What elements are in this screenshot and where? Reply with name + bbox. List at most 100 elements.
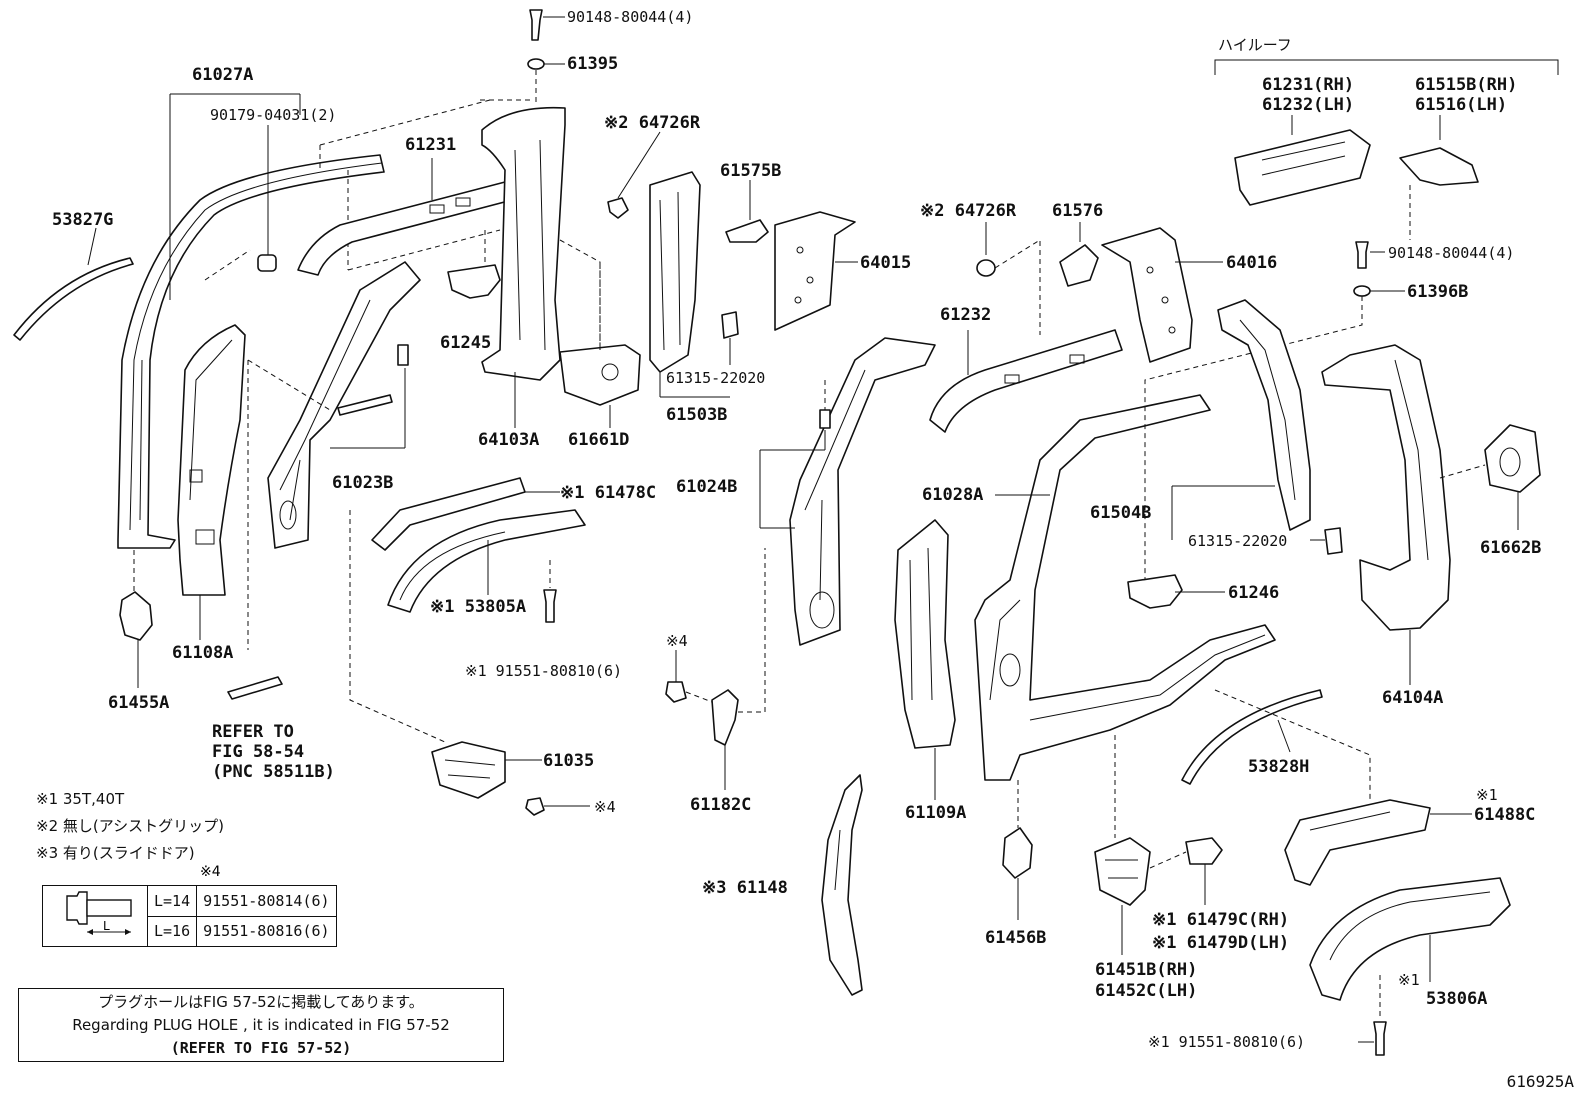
part-53805a (387, 509, 586, 613)
bolt-length-1: L=14 (146, 885, 198, 917)
part-61662b (1484, 424, 1541, 493)
part-61455a (119, 591, 153, 641)
part-58511b-ref (227, 676, 283, 700)
label-61479c: ※1 61479C(RH) (1152, 910, 1289, 930)
part-53806a (1309, 877, 1511, 1001)
label-61478c: ※1 61478C (560, 483, 656, 503)
label-90148-top: 90148-80044(4) (567, 8, 693, 26)
label-61028a: 61028A (922, 485, 983, 505)
label-61023b: 61023B (332, 473, 393, 493)
part-64104a (1321, 344, 1451, 631)
bolt-part-2: 91551-80816(6) (196, 915, 337, 947)
label-61488c: 61488C (1474, 805, 1535, 825)
part-61576 (1059, 244, 1099, 287)
label-53827g: 53827G (52, 210, 113, 230)
label-61232: 61232 (940, 305, 991, 325)
label-61315-a: 61315-22020 (666, 369, 765, 387)
label-61503b: 61503B (666, 405, 727, 425)
label-61395: 61395 (567, 54, 618, 74)
label-61662b: 61662B (1480, 538, 1541, 558)
part-61108a (177, 324, 246, 596)
label-91551-80810-b: ※1 91551-80810(6) (1148, 1033, 1305, 1051)
part-91551-80810-b (1373, 1021, 1387, 1056)
label-61575b: 61575B (720, 161, 781, 181)
label-61516: 61516(LH) (1415, 95, 1507, 115)
part-61148 (821, 774, 863, 996)
part-53828h (1181, 689, 1323, 785)
part-53827g (13, 257, 134, 341)
label-61108a: 61108A (172, 643, 233, 663)
table-row: L=16 91551-80816(6) (43, 915, 337, 947)
part-61661d (559, 344, 641, 406)
part-61023b (267, 261, 421, 549)
part-61028a (974, 394, 1276, 781)
plug-hole-note: プラグホールはFIG 57-52に掲載してあります。 Regarding PLU… (18, 988, 504, 1062)
label-64103a: 64103A (478, 430, 539, 450)
refer-line1: REFER TO (212, 722, 294, 742)
bolt-table: L L=14 91551-80814(6) L=16 91551-80816(6… (42, 885, 337, 947)
figure-id: 616925A (1506, 1072, 1574, 1091)
label-61452c: 61452C(LH) (1095, 981, 1197, 1001)
part-61023b-bolt (397, 344, 409, 366)
label-64104a: 64104A (1382, 688, 1443, 708)
plug-note-refer: (REFER TO FIG 57-52) (170, 1039, 352, 1057)
label-61504b: 61504B (1090, 503, 1151, 523)
label-61245: 61245 (440, 333, 491, 353)
label-61246: 61246 (1228, 583, 1279, 603)
part-61246 (1127, 574, 1183, 609)
footnote-3: ※3 有り(スライドドア) (36, 844, 195, 862)
part-61504b (1217, 299, 1311, 531)
bolt-part-1: 91551-80814(6) (196, 885, 337, 917)
label-61231rh: 61231(RH) (1262, 75, 1354, 95)
bolt-table-mark: ※4 (200, 864, 221, 880)
part-61488c (1284, 799, 1431, 886)
label-90179: 90179-04031(2) (210, 106, 336, 124)
label-61456b: 61456B (985, 928, 1046, 948)
part-64015 (774, 211, 856, 331)
part-61451b (1094, 837, 1151, 906)
bolt-icon: L (66, 891, 132, 935)
label-61109a: 61109A (905, 803, 966, 823)
part-61456b (1002, 827, 1033, 879)
label-high-roof: ハイルーフ (1218, 36, 1292, 54)
footnote-1: ※1 35T,40T (36, 790, 125, 808)
part-90148-80044-bolt (529, 9, 543, 41)
label-64726r-a: ※2 64726R (604, 113, 701, 133)
part-61035-bolt (525, 797, 545, 816)
table-row: L L=14 91551-80814(6) (42, 885, 337, 947)
label-61451b: 61451B(RH) (1095, 960, 1197, 980)
label-61515b: 61515B(RH) (1415, 75, 1517, 95)
part-star4-bolt (665, 681, 687, 703)
refer-line3: (PNC 58511B) (212, 762, 335, 782)
part-61035 (431, 741, 506, 799)
part-61024b-bolt (819, 409, 831, 429)
part-61396b (1353, 285, 1371, 297)
label-64015: 64015 (860, 253, 911, 273)
footnote-2: ※2 無し(アシストグリップ) (36, 817, 224, 835)
label-61232lh: 61232(LH) (1262, 95, 1354, 115)
label-61488c-mark: ※1 (1476, 786, 1498, 804)
label-90148-right: 90148-80044(4) (1388, 244, 1514, 262)
label-53828h: 53828H (1248, 757, 1309, 777)
part-61182c (711, 689, 739, 746)
part-90179-clip (257, 254, 277, 272)
part-61515b (1399, 147, 1479, 186)
part-61575b (725, 219, 769, 243)
part-90148-80044-right (1355, 241, 1369, 269)
label-61576: 61576 (1052, 201, 1103, 221)
label-61027a: 61027A (192, 65, 253, 85)
label-61182c: 61182C (690, 795, 751, 815)
part-61231 (297, 181, 513, 276)
label-91551-80810-a: ※1 91551-80810(6) (465, 662, 622, 680)
footnotes: ※1 35T,40T ※2 無し(アシストグリップ) ※3 有り(スライドドア) (36, 786, 336, 867)
bolt-illustration: L (42, 885, 148, 947)
part-61479c (1185, 837, 1223, 865)
label-61455a: 61455A (108, 693, 169, 713)
label-star4-b: ※4 (666, 632, 688, 650)
part-61023b-strip (337, 394, 393, 416)
part-61231rh (1234, 129, 1371, 206)
label-61024b: 61024B (676, 477, 737, 497)
part-61315-a (721, 311, 739, 339)
label-61035: 61035 (543, 751, 594, 771)
